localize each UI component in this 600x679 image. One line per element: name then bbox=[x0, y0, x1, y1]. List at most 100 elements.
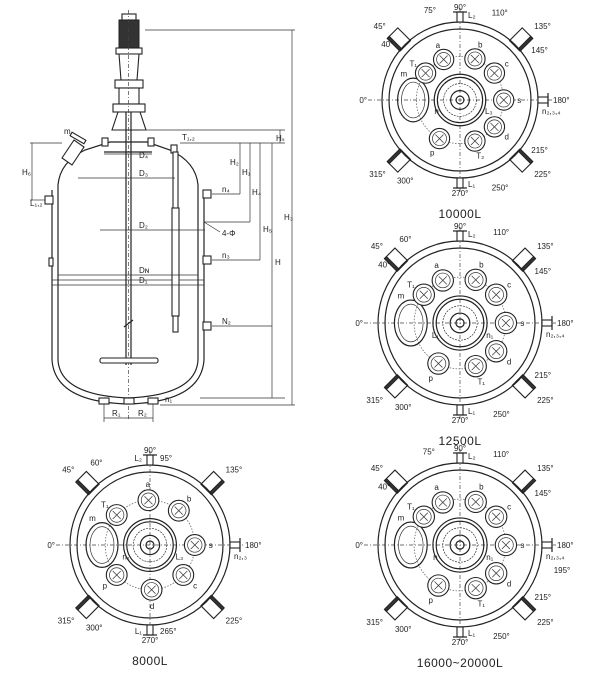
tag-top: L₂ bbox=[468, 452, 476, 461]
nozzle-label: c bbox=[507, 281, 511, 290]
nozzle-bottom bbox=[456, 626, 464, 638]
nozzle-label: T₁ bbox=[409, 60, 417, 69]
angle-label: 110° bbox=[492, 9, 508, 18]
nozzle: T₁ bbox=[407, 281, 436, 306]
nozzle: b bbox=[464, 260, 487, 292]
angle-label: 60° bbox=[399, 235, 411, 244]
angle-label: 45° bbox=[371, 464, 383, 473]
support-lug bbox=[511, 469, 537, 495]
angle-label: 265° bbox=[160, 627, 177, 636]
jacket bbox=[51, 190, 205, 405]
nozzle-label: c bbox=[505, 60, 509, 69]
nozzle: a bbox=[431, 483, 455, 514]
nozzle-label: d bbox=[504, 132, 508, 141]
angle-label: 40° bbox=[381, 40, 393, 49]
angle-label: 215° bbox=[535, 593, 552, 602]
support-lug bbox=[386, 148, 412, 173]
support-lug bbox=[508, 27, 534, 52]
label-d3: D₃ bbox=[139, 169, 148, 178]
nozzle: c bbox=[483, 60, 509, 84]
tag-inner-right: L₃ bbox=[485, 107, 493, 116]
nozzle-right bbox=[229, 541, 241, 549]
nozzle: T₁ bbox=[464, 354, 487, 387]
angle-label: 180° bbox=[553, 96, 570, 105]
elevation-view: m T₁,₂ H₆ L₁,₂ D₄ D₃ D₂ Dɴ D₁ Hₛ H₂ H₁ H… bbox=[22, 10, 295, 422]
angle-label: 75° bbox=[423, 447, 435, 456]
plan-view-title: 16000~20000L bbox=[417, 656, 503, 670]
tag-right: n₂,₃,₄ bbox=[546, 330, 565, 339]
support-lug bbox=[511, 247, 537, 273]
tag-manhole: m bbox=[398, 513, 405, 522]
nozzle-label: d bbox=[507, 357, 511, 366]
angle-label: 135° bbox=[534, 22, 551, 31]
nozzle-right bbox=[537, 96, 549, 104]
label-m: m bbox=[64, 127, 71, 136]
center-flange bbox=[433, 73, 487, 127]
nozzle-label: a bbox=[434, 261, 439, 270]
tag-inner-left: n bbox=[433, 553, 437, 562]
nozzle-label: b bbox=[187, 494, 192, 503]
angle-label: 225° bbox=[537, 618, 554, 627]
tag-manhole: m bbox=[89, 514, 96, 523]
support-lug bbox=[200, 470, 225, 496]
plan-view-title: 10000L bbox=[438, 207, 481, 221]
support-lug bbox=[508, 148, 534, 173]
nozzle-label: b bbox=[479, 482, 484, 491]
nozzle-label: p bbox=[429, 596, 434, 605]
angle-label: 135° bbox=[226, 465, 243, 474]
label-h5: H₅ bbox=[263, 225, 272, 234]
nozzle-bottom bbox=[456, 404, 464, 416]
support-lug bbox=[511, 595, 537, 621]
angle-label: 300° bbox=[397, 177, 414, 186]
drive-motor bbox=[111, 13, 147, 131]
angle-label: 95° bbox=[160, 454, 172, 463]
nozzle-label: b bbox=[479, 260, 484, 269]
nozzle-label: s bbox=[520, 319, 524, 328]
tag-inner-right: n₁ bbox=[486, 553, 493, 562]
nozzle-label: T₁ bbox=[101, 500, 109, 509]
angle-label: 40° bbox=[378, 483, 390, 492]
nozzle: T₁ bbox=[464, 576, 487, 609]
nozzle-label: p bbox=[103, 582, 108, 591]
angle-label: 110° bbox=[493, 450, 509, 459]
tag-bottom: L₁ bbox=[468, 629, 475, 638]
support-lug bbox=[383, 373, 409, 399]
manhole-opening bbox=[393, 299, 428, 347]
angle-label: 110° bbox=[493, 228, 509, 237]
label-t12: T₁,₂ bbox=[182, 133, 195, 142]
manhole-opening bbox=[397, 77, 430, 123]
nozzle: s bbox=[494, 533, 524, 557]
angle-label: 180° bbox=[557, 541, 574, 550]
angle-label: 300° bbox=[395, 403, 412, 412]
nozzle: d bbox=[140, 578, 163, 611]
angle-label: 215° bbox=[535, 371, 552, 380]
nozzle-label: s bbox=[517, 96, 521, 105]
support-lug bbox=[75, 470, 100, 496]
angle-label: 225° bbox=[537, 396, 554, 405]
angle-label: 270° bbox=[452, 638, 469, 647]
label-h4: H₄ bbox=[252, 188, 261, 197]
nozzle: b bbox=[464, 40, 486, 70]
tag-top: L₂ bbox=[468, 11, 476, 20]
label-d2: D₂ bbox=[139, 221, 148, 230]
label-4phi: 4-Φ bbox=[222, 229, 236, 238]
angle-label: 300° bbox=[395, 625, 412, 634]
angle-label: 195° bbox=[554, 566, 571, 575]
angle-label: 75° bbox=[424, 6, 436, 15]
angle-label: 250° bbox=[492, 183, 509, 192]
nozzle: T₁ bbox=[101, 500, 128, 526]
nozzle: s bbox=[492, 89, 521, 111]
label-n3: n₃ bbox=[222, 251, 230, 260]
tag-manhole: m bbox=[398, 291, 405, 300]
angle-label: 90° bbox=[454, 444, 466, 453]
nozzle: s bbox=[183, 534, 213, 556]
tag-bottom: L₁ bbox=[468, 180, 475, 189]
angle-label: 60° bbox=[90, 459, 102, 468]
nozzle-label: c bbox=[193, 582, 197, 591]
top-head bbox=[57, 141, 199, 186]
support-lug bbox=[75, 594, 100, 620]
tag-right: n₂,₃,₄ bbox=[546, 552, 565, 561]
tag-manhole: m bbox=[401, 70, 408, 79]
